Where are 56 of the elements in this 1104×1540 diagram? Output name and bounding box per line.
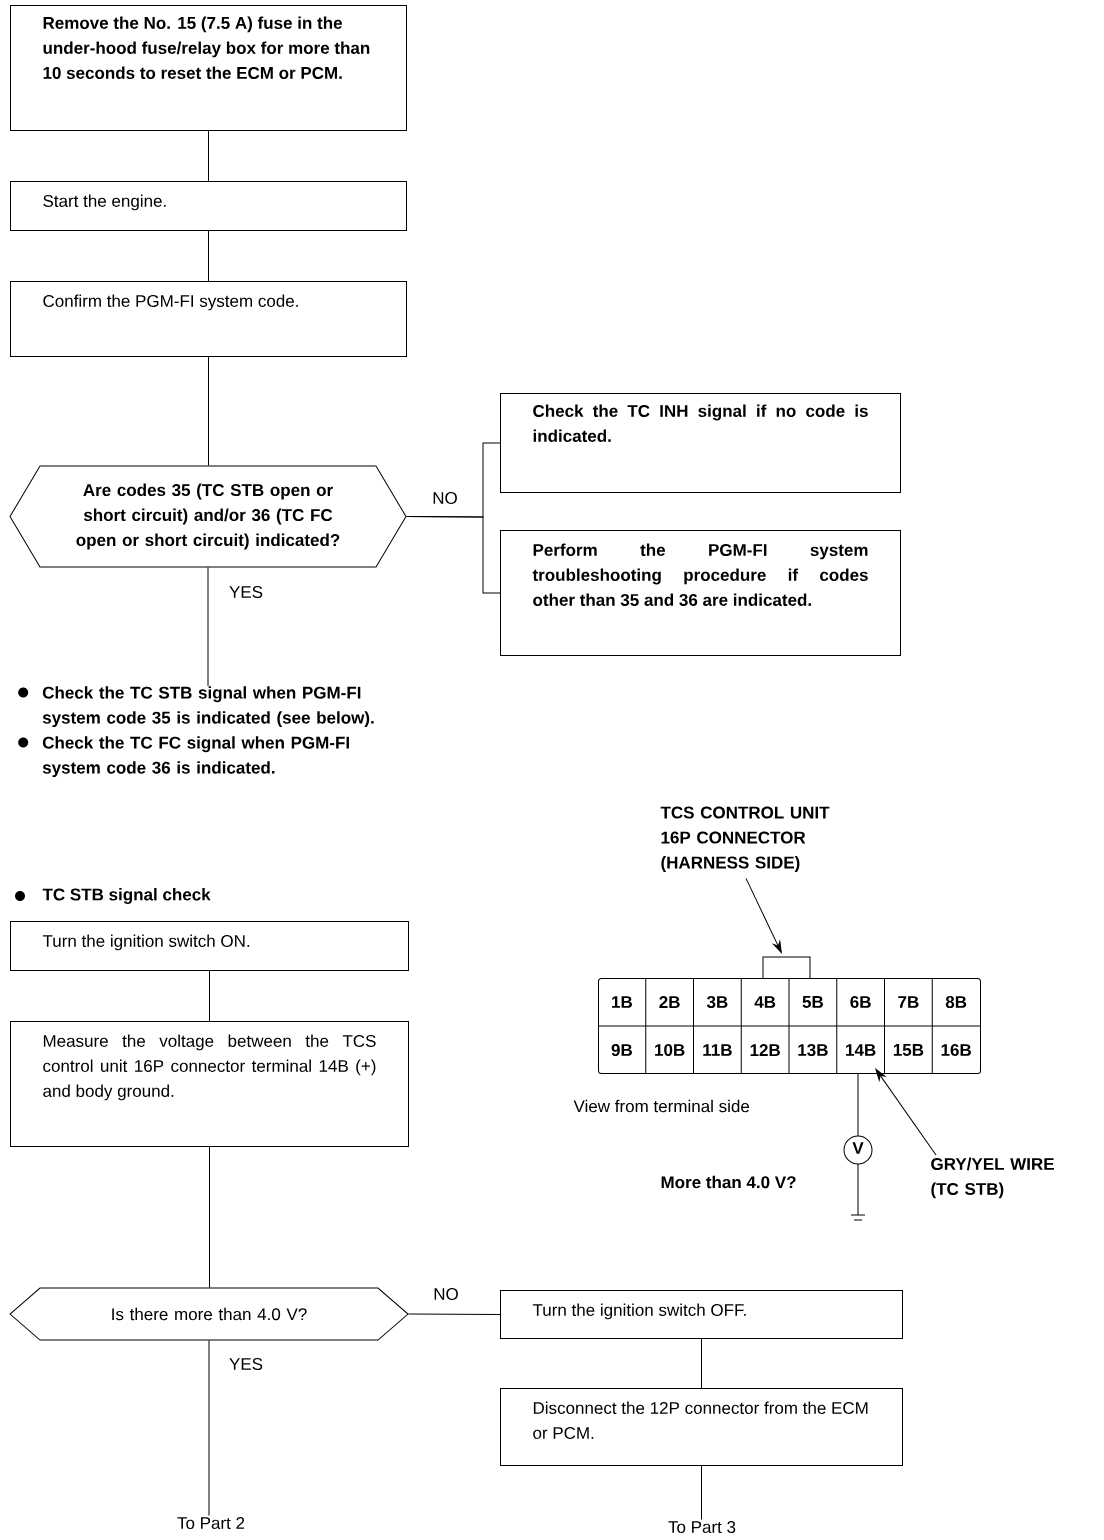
bullet-list: Check the TC STB signal when PGM-FI system code 35 is indicated (see below). Check the TC FC signal when PGM-FI system code 36 is indicated. [18, 686, 374, 778]
flow-line [208, 230, 209, 282]
flow-line [208, 130, 209, 182]
terminal-number: 12B [750, 1044, 780, 1056]
process-box: Disconnect the 12P connector from the ECM or PCM. [500, 1388, 903, 1466]
terminal-number: 7B [898, 996, 919, 1008]
terminal-number: 13B [798, 1044, 828, 1057]
terminal-number: 15B [893, 1044, 924, 1056]
edge-label: YES [228, 585, 264, 600]
reference-text: To Part 3 [668, 1521, 736, 1534]
edge-label: YES [228, 1357, 264, 1372]
terminal-number: 1B [612, 996, 632, 1008]
terminal-number: 6B [850, 996, 871, 1009]
process-box: Remove the No. 15 (7.5 A) fuse in the under-hood fuse/relay box for more than 10 seconds to reset the ECM or PCM. [10, 5, 407, 131]
leader-arrow [745, 877, 782, 954]
voltmeter-drawing: V [843, 1072, 873, 1221]
wire-caption: GRY/YEL WIRE (TC STB) [931, 1157, 1054, 1199]
process-box: Confirm the PGM-FI system code. [10, 281, 407, 357]
connector-drawing [597, 956, 981, 1074]
process-box: Check the TC INH signal if no code is indicated. [500, 393, 901, 493]
edge-label: NO [431, 491, 459, 506]
terminal-number: 8B [945, 996, 967, 1009]
terminal-number: 14B [846, 1044, 876, 1056]
flow-line [701, 1465, 702, 1520]
flow-line [408, 1313, 501, 1315]
flow-line [209, 1146, 210, 1288]
flow-line [208, 356, 209, 466]
process-box: Start the engine. [10, 181, 407, 231]
connector-caption: TCS CONTROL UNIT 16P CONNECTOR (HARNESS SIDE) [660, 806, 830, 872]
terminal-number: 2B [659, 996, 680, 1008]
terminal-number: 11B [703, 1044, 732, 1056]
decision-hexagon: Is there more than 4.0 V? [9, 1287, 409, 1341]
terminal-number: 10B [655, 1044, 685, 1057]
flow-line [209, 970, 210, 1022]
node-label: Check the TC STB signal when PGM-FI system code 35 is indicated (see below). [42, 686, 374, 728]
process-box: Perform the PGM-FI system troubleshooting procedure if codes other than 35 and 36 are indicated. [500, 530, 901, 656]
flow-line [207, 567, 209, 687]
process-box: Turn the ignition switch OFF. [500, 1290, 903, 1339]
flow-line [208, 1340, 210, 1516]
section-heading: TC STB signal check [15, 888, 211, 904]
decision-hexagon: Are codes 35 (TC STB open or short circuit) and/or 36 (TC FC open or short circuit) indicated? [9, 465, 407, 568]
flow-line [406, 516, 501, 594]
terminal-number: 16B [941, 1044, 971, 1057]
terminal-number: 9B [611, 1044, 632, 1057]
measurement-note: More than 4.0 V? [661, 1175, 796, 1189]
terminal-number: 5B [802, 996, 823, 1008]
process-box: Measure the voltage between the TCS control unit 16P connector terminal 14B (+) and body ground. [10, 1021, 409, 1147]
node-label: Check the TC FC signal when PGM-FI system code 36 is indicated. [42, 736, 349, 778]
terminal-number: 3B [706, 996, 728, 1009]
view-note: View from terminal side [573, 1099, 750, 1113]
reference-text: To Part 2 [177, 1517, 245, 1530]
process-box: Turn the ignition switch ON. [10, 921, 409, 971]
edge-label: NO [432, 1287, 460, 1302]
flow-line [701, 1338, 702, 1389]
terminal-number: 4B [754, 996, 776, 1008]
leader-arrow [875, 1068, 937, 1156]
